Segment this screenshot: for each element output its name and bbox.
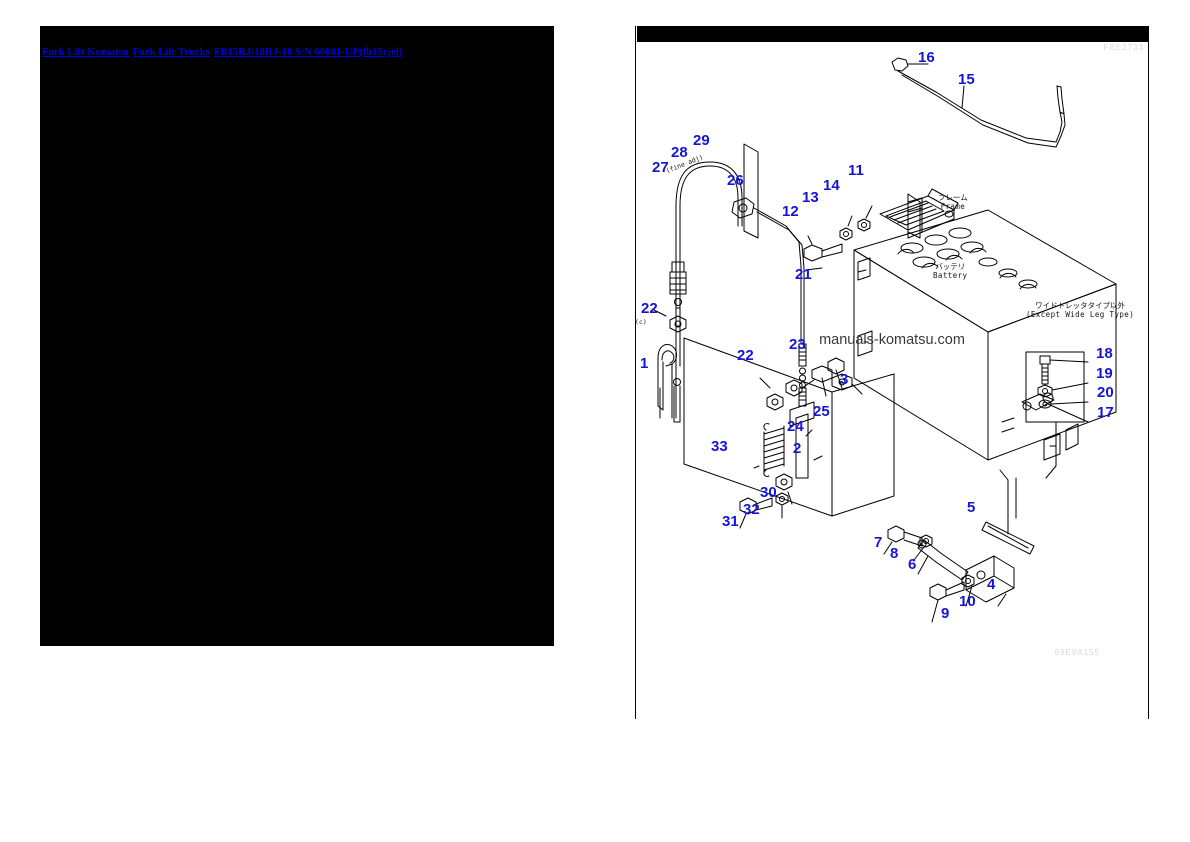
paren-c-note: (c) <box>635 318 647 326</box>
callout-31: 31 <box>722 513 739 530</box>
callout-22: 22 <box>641 300 658 317</box>
breadcrumb-link-model[interactable]: FB15RJ/18RJ-10 S/N 60001-UP(fb15rjel) <box>213 47 403 58</box>
callout-18: 18 <box>1096 345 1113 362</box>
frame-label-en: Frame <box>940 202 966 211</box>
callout-23: 23 <box>789 336 806 353</box>
battery-label: バッテリ Battery <box>933 262 967 280</box>
callout-22: 22 <box>737 347 754 364</box>
except-wide-tread-label-jp: ワイドトレッタタイプ以外 <box>1035 301 1126 310</box>
callout-21: 21 <box>795 266 812 283</box>
callout-28: 28 <box>671 144 688 161</box>
frame-label: フレーム Frame <box>938 193 968 211</box>
battery-label-jp: バッテリ <box>935 262 966 271</box>
callout-6: 6 <box>908 556 917 573</box>
callout-13: 13 <box>802 189 819 206</box>
breadcrumb-link-fork-lift-trucks[interactable]: Fork Lift Trucks <box>132 47 210 58</box>
sheet-code-top: FBE2733 <box>1103 43 1144 52</box>
callout-20: 20 <box>1097 384 1114 401</box>
callout-19: 19 <box>1096 365 1113 382</box>
parts-diagram-sheet: FBE2733 99E9A155 <box>635 26 1149 719</box>
callout-32: 32 <box>743 501 760 518</box>
callout-8: 8 <box>890 545 899 562</box>
breadcrumb-link-fork-lift-komatsu[interactable]: Fork Lift Komatsu <box>42 47 129 58</box>
battery-label-en: Battery <box>933 271 968 280</box>
callout-16: 16 <box>918 49 935 66</box>
callout-14: 14 <box>823 177 840 194</box>
callout-9: 9 <box>941 605 950 622</box>
frame-label-jp: フレーム <box>938 193 968 202</box>
callout-11: 11 <box>848 162 864 179</box>
sheet-header-bar <box>637 26 1149 42</box>
sheet-code-bottom: 99E9A155 <box>1054 648 1100 657</box>
callout-3: 3 <box>840 371 849 388</box>
callout-25: 25 <box>813 403 830 420</box>
callout-24: 24 <box>787 418 804 435</box>
parts-line-drawing <box>653 57 1117 623</box>
callout-27: 27 <box>652 159 669 176</box>
except-wide-tread-label-en: (Except Wide Leg Type) <box>1026 310 1135 319</box>
except-wide-tread-label: ワイドトレッタタイプ以外 (Except Wide Leg Type) <box>1026 301 1134 319</box>
callout-26: 26 <box>727 172 744 189</box>
callout-15: 15 <box>958 71 975 88</box>
callout-4: 4 <box>987 576 996 593</box>
callout-12: 12 <box>782 203 799 220</box>
callout-2: 2 <box>793 440 802 457</box>
callout-29: 29 <box>693 132 710 149</box>
callout-30: 30 <box>760 484 777 501</box>
callout-5: 5 <box>967 499 976 516</box>
callout-1: 1 <box>640 355 649 372</box>
callout-33: 33 <box>711 438 728 455</box>
callout-17: 17 <box>1097 404 1114 421</box>
callout-10: 10 <box>959 593 976 610</box>
callout-7: 7 <box>874 534 883 551</box>
